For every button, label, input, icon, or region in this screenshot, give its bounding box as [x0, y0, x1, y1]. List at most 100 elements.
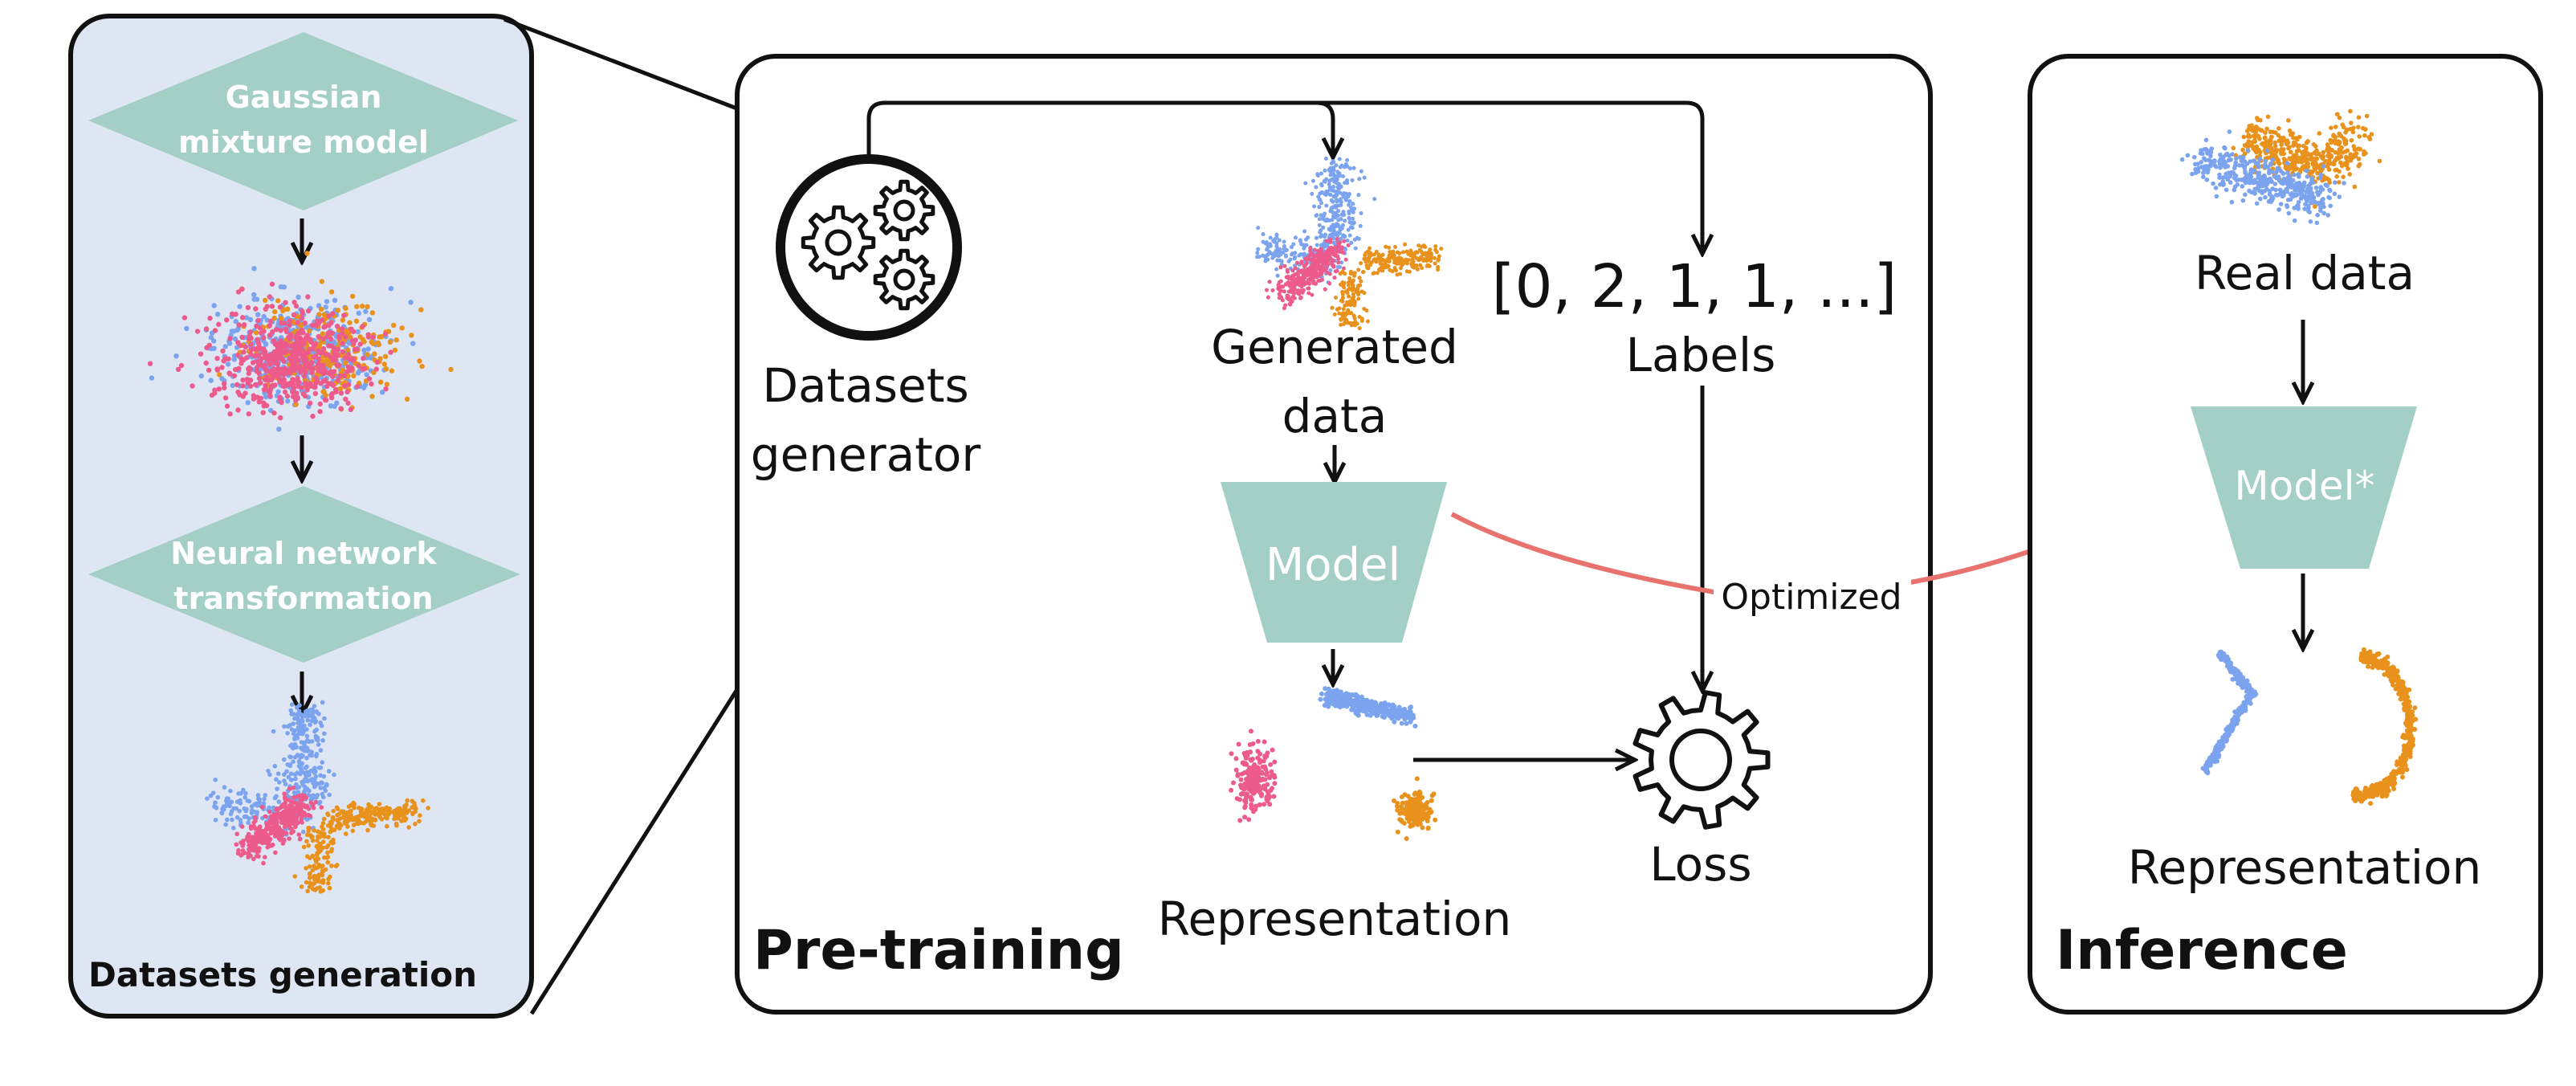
- scatter-point: [1250, 741, 1256, 746]
- scatter-point: [325, 811, 330, 816]
- scatter-point: [271, 826, 276, 831]
- scatter-point: [1340, 174, 1346, 178]
- scatter-point: [1335, 199, 1339, 204]
- scatter-point: [328, 320, 334, 326]
- scatter-point: [1318, 235, 1323, 239]
- scatter-point: [2356, 125, 2361, 129]
- scatter-point: [238, 356, 245, 362]
- scatter-point: [1339, 236, 1343, 241]
- scatter-point: [254, 844, 259, 850]
- scatter-point: [215, 312, 221, 317]
- scatter-point: [2358, 146, 2362, 152]
- scatter-point: [1359, 169, 1363, 174]
- scatter-point: [261, 313, 267, 320]
- scatter-point: [262, 362, 267, 369]
- scatter-point: [269, 281, 275, 287]
- scatter-point: [289, 827, 295, 832]
- scatter-point: [2317, 131, 2322, 136]
- scatter-point: [1233, 767, 1239, 773]
- scatter-point: [2282, 138, 2288, 143]
- scatter-point: [1399, 794, 1404, 800]
- scatter-point: [1411, 254, 1416, 259]
- scatter-point: [1323, 156, 1328, 161]
- scatter-point: [1309, 275, 1314, 280]
- scatter-point: [328, 336, 334, 342]
- scatter-point: [282, 349, 287, 356]
- scatter-point: [1347, 294, 1351, 299]
- scatter-point: [345, 347, 351, 353]
- scatter-point: [296, 294, 301, 300]
- scatter-point: [2214, 164, 2219, 169]
- scatter-point: [2341, 174, 2346, 179]
- scatter-point: [1323, 218, 1328, 223]
- scatter-point: [418, 813, 422, 818]
- scatter-point: [1314, 243, 1319, 247]
- scatter-point: [261, 335, 267, 341]
- scatter-point: [1298, 296, 1303, 300]
- scatter-point: [320, 366, 326, 372]
- scatter-point: [296, 760, 302, 765]
- scatter-point: [1306, 267, 1310, 272]
- scatter-point: [286, 774, 291, 780]
- scatter-point: [1235, 772, 1241, 777]
- scatter-point: [308, 871, 312, 876]
- scatter-point: [1384, 244, 1388, 249]
- scatter-point: [290, 378, 296, 383]
- scatter-point: [221, 381, 227, 386]
- scatter-point: [2309, 176, 2314, 181]
- scatter-point: [1408, 705, 1412, 710]
- scatter-point: [324, 357, 330, 362]
- scatter-point: [1327, 185, 1332, 190]
- scatter-point: [1272, 781, 1278, 786]
- scatter-point: [2356, 163, 2362, 169]
- scatter-point: [2286, 185, 2291, 190]
- scatter-point: [267, 294, 272, 300]
- scatter-point: [2280, 178, 2286, 183]
- scatter-point: [1356, 296, 1361, 301]
- scatter-point: [289, 814, 295, 819]
- scatter-point: [243, 794, 248, 800]
- scatter-point: [320, 831, 324, 836]
- scatter-point: [303, 369, 308, 375]
- scatter-point: [2211, 181, 2215, 186]
- scatter-point: [284, 393, 291, 399]
- scatter-point: [217, 372, 222, 378]
- scatter-point: [365, 332, 371, 337]
- scatter-point: [1271, 794, 1277, 799]
- scatter-point: [245, 400, 251, 406]
- scatter-point: [1341, 307, 1346, 312]
- scatter-point: [1433, 244, 1438, 249]
- scatter-point: [1340, 269, 1345, 274]
- scatter-point: [1322, 178, 1327, 184]
- scatter-point: [332, 297, 338, 303]
- scatter-point: [1346, 283, 1351, 288]
- scatter-point: [253, 306, 259, 312]
- scatter-point: [254, 353, 259, 358]
- scatter-point: [1320, 261, 1325, 266]
- scatter-point: [2289, 190, 2294, 196]
- scatter-point: [2268, 162, 2273, 167]
- scatter-point: [1404, 257, 1408, 262]
- scatter-point: [1286, 294, 1290, 299]
- scatter-point: [247, 378, 254, 383]
- scatter-point: [337, 822, 343, 827]
- scatter-point: [334, 324, 340, 329]
- scatter-point: [1333, 194, 1338, 200]
- scatter-point: [1369, 260, 1374, 265]
- scatter-point: [1327, 218, 1331, 223]
- scatter-point: [2295, 203, 2300, 208]
- nn-label-line2: transformation: [173, 581, 433, 616]
- scatter-point: [314, 852, 320, 858]
- scatter-point: [2253, 133, 2258, 138]
- scatter-point: [2201, 170, 2206, 175]
- scatter-point: [1334, 163, 1339, 168]
- scatter-point: [267, 839, 271, 844]
- scatter-point: [302, 794, 308, 798]
- scatter-point: [298, 764, 304, 770]
- scatter-point: [2305, 161, 2309, 166]
- scatter-point: [312, 863, 316, 868]
- scatter-point: [194, 329, 201, 334]
- scatter-point: [1388, 252, 1393, 257]
- scatter-point: [1278, 247, 1282, 252]
